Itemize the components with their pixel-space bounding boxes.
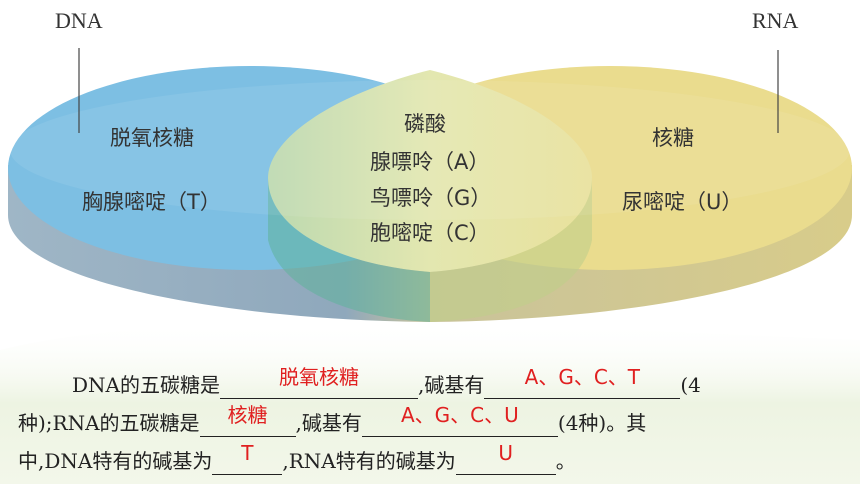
shared-cytosine: 胞嘧啶（C） — [370, 221, 490, 245]
text: (4 — [680, 373, 701, 397]
fill-line-3: 中,DNA特有的碱基为 T ,RNA特有的碱基为 U 。 — [18, 441, 850, 480]
answer-3: 核糖 — [227, 403, 268, 427]
fill-line-2: 种);RNA的五碳糖是 核糖 ,碱基有 A、G、C、U (4种)。其 — [18, 403, 850, 442]
dna-base: 胸腺嘧啶（T） — [82, 190, 221, 214]
text: ,碱基有 — [417, 373, 485, 397]
text: (4种)。其 — [557, 411, 647, 435]
answer-blank-4: A、G、C、U — [361, 403, 558, 437]
answer-6: U — [498, 441, 514, 465]
shared-guanine: 鸟嘌呤（G） — [370, 186, 492, 210]
disc-highlight — [10, 80, 850, 220]
overlap-side-right — [430, 178, 592, 322]
rna-base: 尿嘧啶（U） — [622, 190, 743, 214]
text: 种);RNA的五碳糖是 — [18, 411, 200, 435]
text: ,RNA特有的碱基为 — [282, 449, 456, 473]
background-wave — [0, 321, 860, 484]
dna-label: DNA — [55, 8, 103, 33]
dna-sugar: 脱氧核糖 — [110, 126, 194, 150]
text: ,碱基有 — [295, 411, 362, 435]
answer-blank-6: U — [455, 441, 556, 475]
rna-label: RNA — [752, 8, 799, 33]
answer-blank-1: 脱氧核糖 — [219, 365, 418, 399]
overlap-region — [268, 70, 592, 272]
shared-adenine: 腺嘌呤（A） — [370, 150, 490, 174]
answer-blank-2: A、G、C、T — [484, 365, 681, 399]
text: 中,DNA特有的碱基为 — [18, 449, 213, 473]
overlap-side — [268, 178, 430, 322]
answer-2: A、G、C、T — [524, 365, 641, 389]
fill-line-1: DNA的五碳糖是 脱氧核糖 ,碱基有 A、G、C、T (4 — [60, 365, 850, 404]
answer-5: T — [241, 441, 254, 465]
text: DNA的五碳糖是 — [72, 373, 220, 397]
answer-1: 脱氧核糖 — [278, 365, 359, 389]
rna-sugar: 核糖 — [652, 126, 694, 150]
answer-blank-5: T — [212, 441, 283, 475]
answer-4: A、G、C、U — [401, 403, 519, 427]
answer-blank-3: 核糖 — [199, 403, 296, 437]
shared-phosphate: 磷酸 — [404, 112, 446, 136]
fill-in-text: DNA的五碳糖是 脱氧核糖 ,碱基有 A、G、C、T (4 种);RNA的五碳糖是 核糖,… — [18, 365, 850, 480]
text: 。 — [555, 449, 576, 473]
